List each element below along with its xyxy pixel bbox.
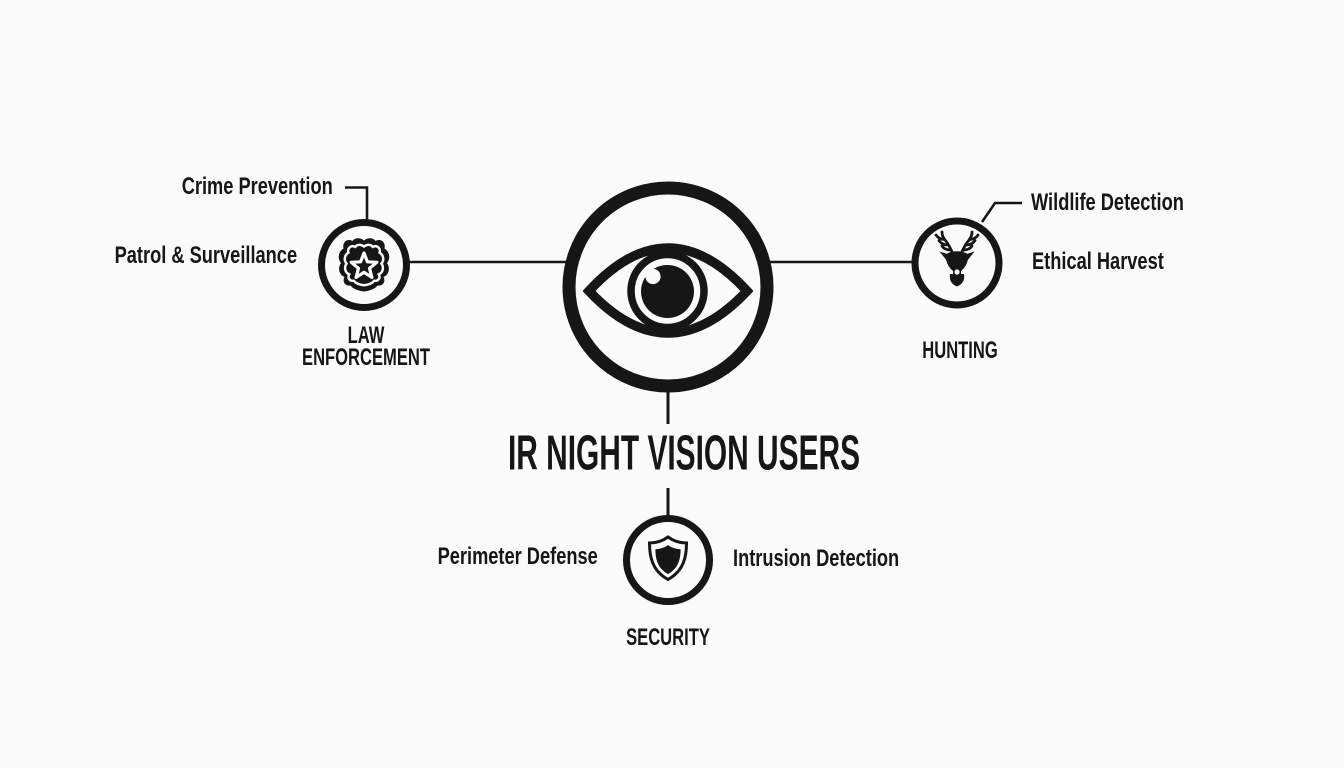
label-wildlife-detection: Wildlife Detection — [1031, 191, 1232, 215]
heading-text: SECURITY — [626, 624, 710, 651]
connector-wildlife-detection — [980, 201, 1022, 223]
label-ethical-harvest: Ethical Harvest — [1032, 250, 1205, 274]
label-text: Crime Prevention — [181, 173, 333, 200]
police-badge-icon — [338, 238, 390, 292]
security-node-circle — [623, 515, 713, 605]
eye-icon — [582, 243, 754, 338]
heading-text: HUNTING — [922, 337, 998, 364]
diagram-title: IR NIGHT VISION USERS — [395, 426, 972, 481]
label-text: Wildlife Detection — [1031, 189, 1184, 216]
shield-icon — [648, 535, 688, 581]
hunting-heading: HUNTING — [905, 337, 1014, 364]
law-enforcement-node-circle — [318, 219, 410, 311]
label-text: Patrol & Surveillance — [114, 242, 297, 269]
label-crime-prevention: Crime Prevention — [134, 175, 333, 199]
diagram-title-text: IR NIGHT VISION USERS — [507, 426, 861, 481]
label-patrol-surveillance: Patrol & Surveillance — [57, 244, 297, 268]
security-heading: SECURITY — [607, 624, 728, 651]
connector-crime-prevention — [345, 186, 369, 220]
deer-icon — [934, 230, 980, 287]
hunting-node-circle — [911, 217, 1003, 309]
heading-line-1: LAW — [347, 322, 385, 349]
label-intrusion-detection: Intrusion Detection — [733, 547, 952, 571]
heading-line-2: ENFORCEMENT — [302, 344, 430, 371]
central-node-circle — [562, 181, 774, 393]
label-text: Intrusion Detection — [733, 545, 900, 572]
label-text: Ethical Harvest — [1032, 248, 1164, 275]
label-text: Perimeter Defense — [437, 543, 598, 570]
label-perimeter-defense: Perimeter Defense — [387, 545, 598, 569]
